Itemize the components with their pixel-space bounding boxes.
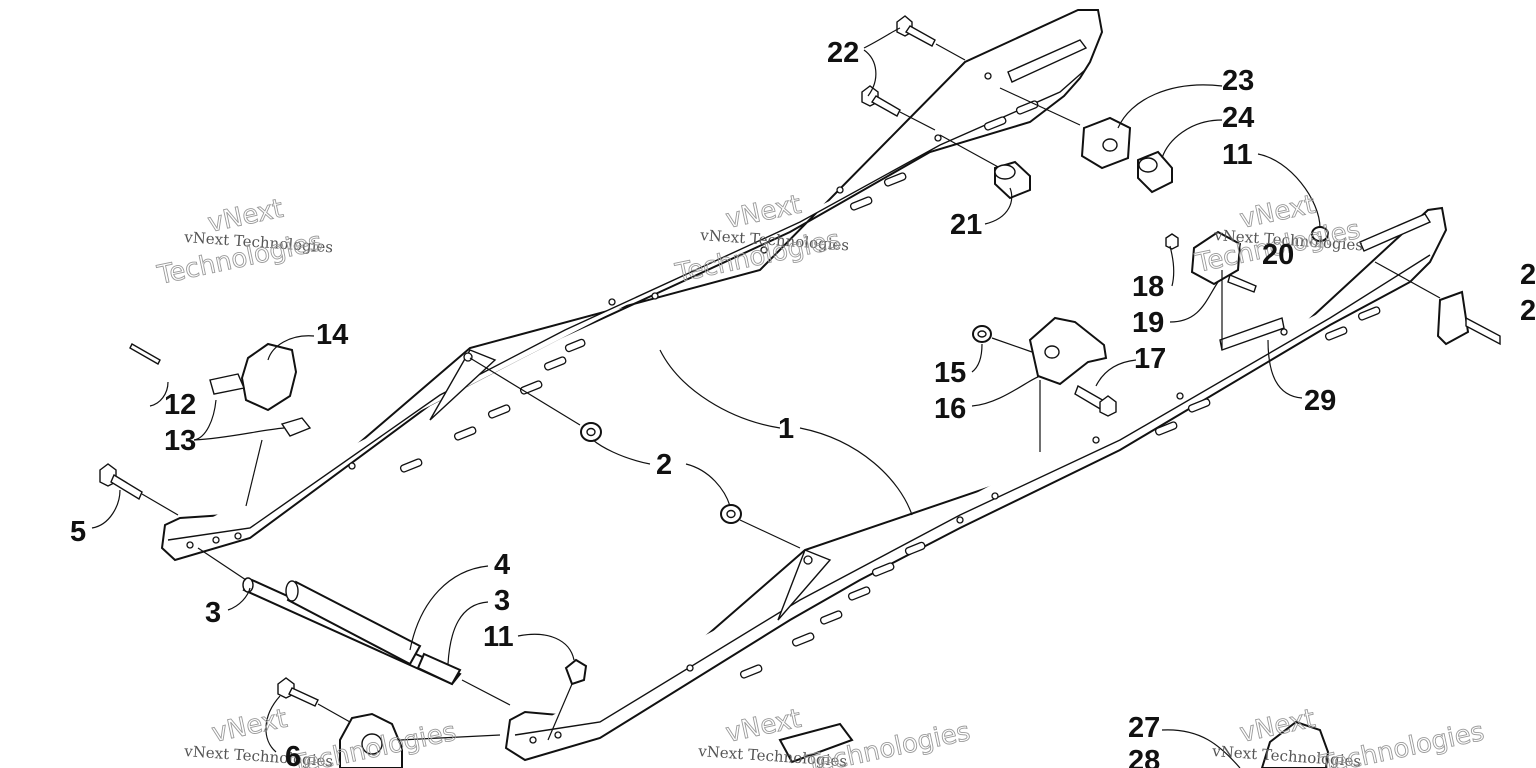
bolt-6	[277, 677, 319, 707]
nut-11-lower	[564, 658, 588, 686]
callout-5: 5	[70, 516, 86, 548]
bolt-22-upper	[896, 15, 936, 47]
right-rail-slots	[739, 306, 1381, 679]
left-rail-slots	[399, 100, 1039, 473]
bolt-19	[1227, 274, 1257, 293]
svg-text:vNext: vNext	[209, 704, 290, 749]
callout-15: 15	[934, 357, 966, 389]
callout-14: 14	[316, 319, 348, 351]
callout-2-center: 2	[656, 449, 672, 481]
callout-24: 24	[1222, 102, 1254, 134]
wheel-27	[1260, 720, 1330, 768]
bracket-20	[1190, 230, 1242, 286]
callout-18: 18	[1132, 271, 1164, 303]
bracket-25	[1374, 261, 1501, 346]
nut-18	[1165, 233, 1179, 250]
callout-3-left: 3	[205, 597, 221, 629]
callout-12: 12	[164, 389, 196, 421]
svg-text:Technologies: Technologies	[1316, 717, 1487, 768]
wheel-bracket-6	[339, 712, 403, 768]
callout-20: 20	[1262, 239, 1294, 271]
callout-19: 19	[1132, 307, 1164, 339]
callout-16: 16	[934, 393, 966, 425]
nut-15	[972, 325, 992, 343]
left-slide-rail	[160, 9, 1104, 562]
plate-29	[1219, 317, 1285, 351]
watermark-6: vNext vNext Technologies Technologies	[1211, 703, 1488, 768]
callout-2-edge-upper: 2	[1520, 259, 1536, 291]
right-rail-holes	[529, 328, 1288, 744]
bracket-14	[209, 342, 298, 412]
block-23	[1080, 116, 1132, 170]
callout-2-edge-lower: 2	[1520, 295, 1536, 327]
callout-23: 23	[1222, 65, 1254, 97]
callout-3-right: 3	[494, 585, 510, 617]
callout-29: 29	[1304, 385, 1336, 417]
stopper-16	[1028, 316, 1108, 386]
callout-28: 28	[1128, 745, 1160, 768]
bushing-21	[994, 160, 1031, 200]
clip-13	[280, 417, 312, 437]
callout-17: 17	[1134, 343, 1166, 375]
watermark-4: vNext vNext Technologies Technologies	[183, 703, 460, 768]
spacer-24	[1137, 150, 1173, 194]
bolt-5	[99, 463, 143, 501]
callout-4: 4	[494, 549, 510, 581]
callout-1: 1	[778, 413, 794, 445]
bolt-22-lower	[861, 85, 901, 117]
callout-27: 27	[1128, 712, 1160, 744]
callout-labels: 1 2 3 3 4 5 6 11 11 12 13 14 15 16 17 18…	[70, 37, 1536, 768]
pin-12	[129, 343, 161, 365]
callout-22: 22	[827, 37, 859, 69]
callout-6: 6	[285, 741, 301, 768]
leader-lines	[91, 27, 1321, 768]
washer-2-upper	[580, 422, 602, 442]
axle-shaft-3	[242, 577, 462, 686]
watermark-1: vNext vNext Technologies Technologies	[154, 193, 334, 291]
bolt-17	[1074, 384, 1117, 417]
callout-13: 13	[164, 425, 196, 457]
left-rail-holes	[186, 72, 992, 549]
right-slide-rail	[504, 206, 1448, 762]
callout-11-lower: 11	[483, 621, 514, 653]
bracket-lower-center	[778, 722, 854, 764]
washer-2-lower	[720, 504, 742, 524]
callout-21: 21	[950, 209, 982, 241]
callout-11-upper: 11	[1222, 139, 1253, 171]
